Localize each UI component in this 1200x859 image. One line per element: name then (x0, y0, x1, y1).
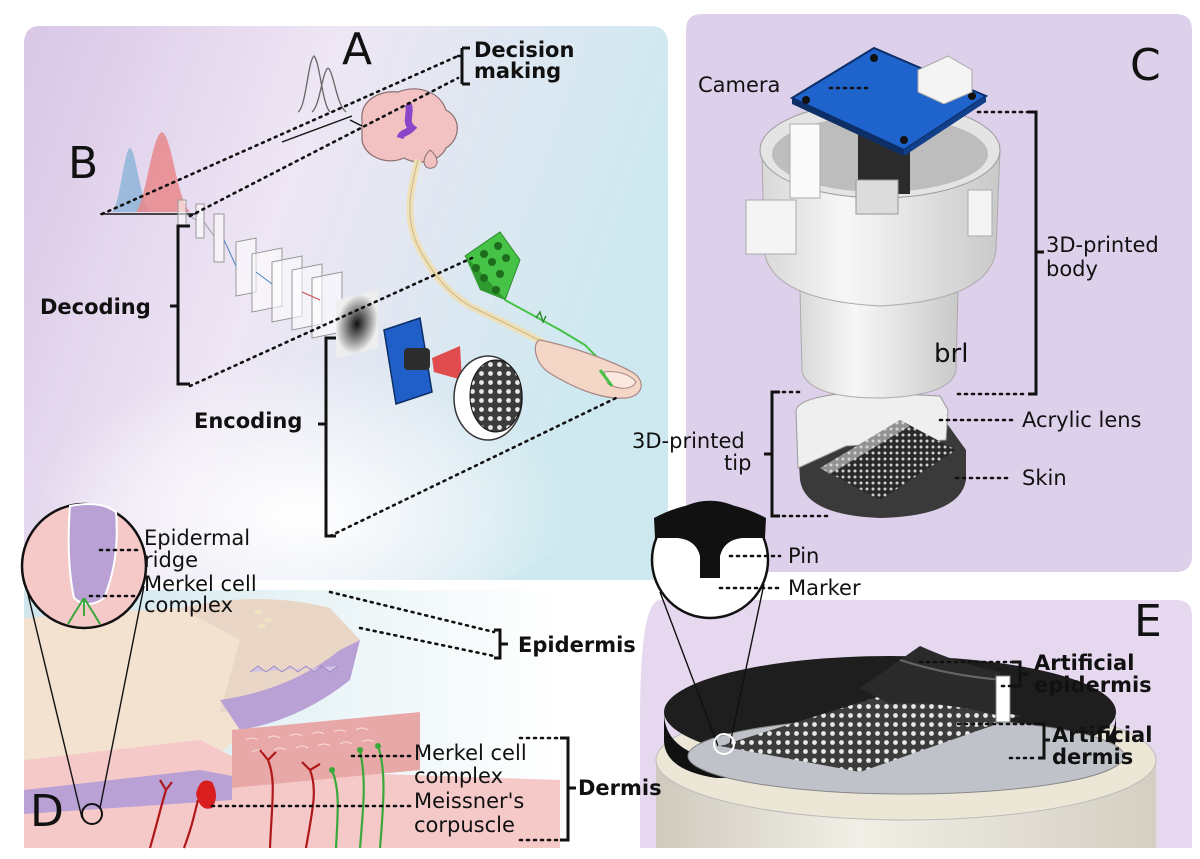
sensor-logo: brl (934, 339, 968, 369)
label-art-epidermis-line1: Artificial (1034, 651, 1134, 675)
label-body-line1: 3D-printed (1046, 233, 1159, 257)
artificial-dermis-pins (720, 690, 1020, 772)
label-tip-line1: 3D-printed (632, 429, 745, 453)
label-ridge-line1: Epidermal (144, 526, 250, 550)
artificial-epidermis-flap (860, 646, 1005, 716)
panel-e-guides (718, 554, 1050, 760)
panel-ab (24, 26, 668, 610)
panel-c-guides (764, 86, 1044, 518)
distribution-plot-a (281, 55, 353, 143)
epidermis-layer (180, 599, 360, 712)
panel-letter-c: C (1130, 40, 1161, 91)
panel-ab-guides (100, 46, 618, 538)
panel-c: brl (686, 14, 1192, 572)
label-decoding: Decoding (40, 295, 151, 319)
panel-letter-b: B (68, 138, 98, 189)
tactile-image (336, 289, 378, 359)
epidermal-ridge-magnifier (20, 502, 148, 825)
label-art-dermis-line2: dermis (1052, 745, 1133, 769)
label-decision-line2: making (474, 59, 561, 83)
label-meissner-line1: Meissner's (414, 789, 524, 813)
label-ridge-line2: ridge (144, 548, 198, 572)
label-encoding: Encoding (194, 409, 302, 433)
camera-board-small (383, 317, 523, 441)
label-camera: Camera (698, 73, 780, 97)
panel-letter-a: A (342, 24, 372, 75)
neural-network-illustration (177, 199, 343, 339)
panel-d-guides (88, 548, 576, 842)
finger-illustration (534, 339, 642, 399)
nerve-illustration (148, 745, 385, 849)
label-art-dermis-line1: Artificial (1052, 723, 1152, 747)
labels: A B C D E Decision making Decoding Encod… (30, 24, 1162, 837)
label-merkel-line1: Merkel cell (414, 741, 527, 765)
panel-d (20, 502, 576, 849)
label-merkel-line2: complex (414, 764, 503, 788)
label-marker: Marker (788, 576, 861, 600)
label-dermis: Dermis (578, 776, 662, 800)
meissner-corpuscle (196, 780, 216, 809)
label-body-line2: body (1046, 257, 1098, 281)
pin-marker-magnifier (650, 500, 770, 755)
label-merkel-top-line2: complex (144, 593, 233, 617)
label-epidermis: Epidermis (518, 633, 636, 657)
receptive-field-illustration (464, 231, 601, 361)
tactip-sensor-render: brl (745, 46, 1001, 518)
panel-e (640, 500, 1192, 848)
label-decision-line1: Decision (474, 38, 574, 62)
label-art-epidermis-line2: epidermis (1034, 673, 1152, 697)
panel-letter-d: D (30, 786, 64, 837)
panel-letter-e: E (1134, 596, 1162, 647)
label-skin: Skin (1022, 466, 1067, 490)
label-tip-line2: tip (724, 451, 751, 475)
label-pin: Pin (788, 544, 819, 568)
panel-ab-glow (30, 270, 630, 610)
label-acrylic-lens: Acrylic lens (1022, 408, 1142, 432)
label-meissner-line2: corpuscle (414, 813, 515, 837)
label-merkel-top-line1: Merkel cell (144, 572, 257, 596)
